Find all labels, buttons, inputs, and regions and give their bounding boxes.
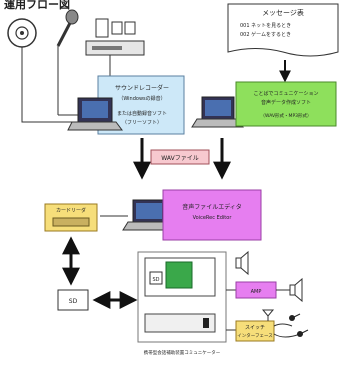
amp-label: AMP [251, 289, 262, 295]
cd-icon [7, 18, 37, 48]
device-keypad [144, 313, 216, 333]
led-icon [289, 313, 309, 337]
cd-connector [21, 47, 78, 123]
device-sd-label: SD [152, 277, 159, 283]
sd-card [57, 289, 89, 311]
voice-editor-line-2: VoiceRec Editor [193, 215, 233, 221]
sd-label: SD [69, 298, 78, 305]
memo-title: メッセージ表 [262, 8, 304, 17]
sound-recorder-line-2: （Windowsの録音） [118, 95, 165, 102]
wav-label-box [150, 149, 210, 165]
editor-pc-line-1: ことばでコミュニケーション [254, 90, 319, 97]
voice-editor-line-1: 音声ファイルエディタ [182, 203, 242, 211]
memo-line-1: 001 ネットを見るとき [240, 22, 291, 29]
editor-pc-line-3: （WAV形式・MP3形式） [260, 112, 311, 119]
sound-recorder-line-4: （フリーソフト） [122, 120, 162, 126]
laptop-icon [191, 96, 244, 128]
speaker-icon [235, 250, 249, 276]
speaker-icon [289, 277, 303, 303]
wav-label: WAVファイル [161, 155, 198, 162]
header-text: 運用フロー図 [4, 0, 70, 11]
switch-interface-box [235, 320, 275, 342]
sound-recorder-line-3: または自動録音ソフト [117, 110, 167, 117]
audio-device-icon [85, 18, 145, 56]
editor-pc-line-2: 音声データ作成ソフト [261, 99, 311, 106]
editor-pc-box [235, 81, 337, 127]
microphone-icon [56, 9, 79, 60]
memo-line-2: 002 ゲームをするとき [240, 31, 291, 38]
switch-label-1: スイッチ [245, 325, 265, 331]
laptop-icon [67, 97, 123, 131]
device-caption: 携帯型会話補助装置コミュニケーター [144, 349, 221, 356]
sound-recorder-line-1: サウンドレコーダー [115, 84, 169, 92]
switch-label-2: インターフェース [237, 332, 273, 339]
memo-note: メッセージ表 001 ネットを見るとき 002 ゲームをするとき [227, 3, 339, 57]
card-reader-label: カードリーダ [56, 207, 86, 214]
voice-editor-box [162, 189, 262, 241]
laptop-icon [122, 199, 176, 231]
